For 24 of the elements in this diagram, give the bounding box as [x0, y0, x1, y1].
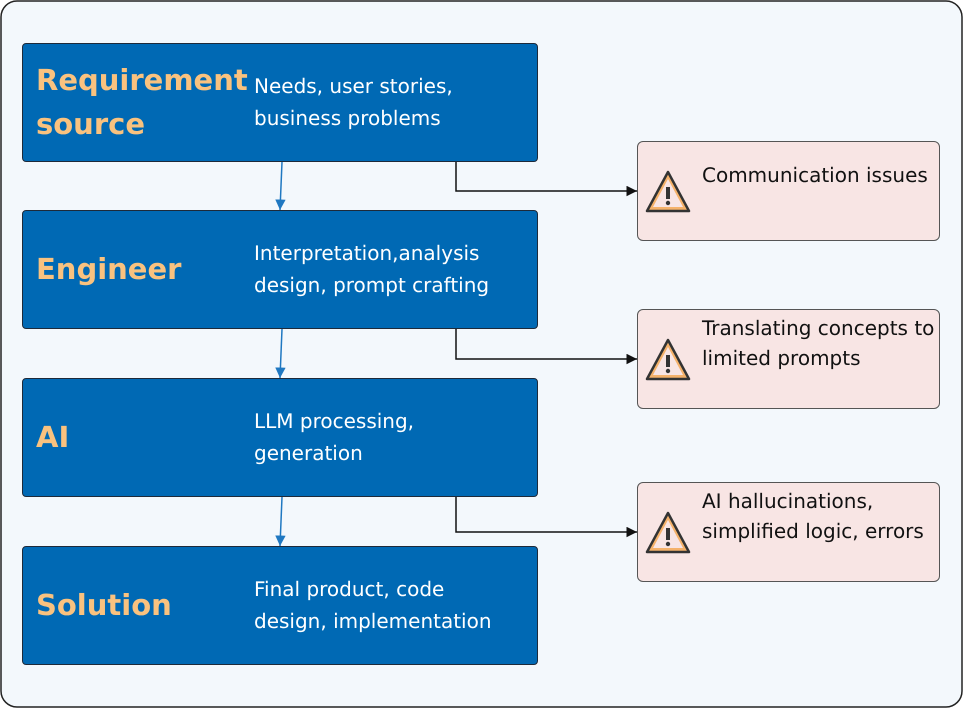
- arrow: [275, 162, 286, 210]
- process-box: [22, 546, 538, 665]
- box-description: Interpretation,analysis design, prompt crafting: [254, 240, 490, 299]
- arrow: [275, 328, 286, 378]
- box-title: Solution: [36, 587, 173, 624]
- warning-box: [637, 482, 940, 582]
- warning-text: Communication issues: [702, 162, 929, 189]
- arrow: [275, 496, 286, 546]
- box-description: Final product, code design, implementation: [254, 576, 493, 635]
- warning-text: AI hallucinations, simplified logic, errors: [702, 488, 925, 545]
- process-box: [22, 43, 538, 162]
- box-title: Requirement source: [36, 62, 249, 143]
- arrow: [455, 497, 637, 538]
- box-title: AI: [36, 419, 70, 456]
- warning-box: [637, 309, 940, 409]
- warning-box: [637, 141, 940, 241]
- box-description: Needs, user stories, business problems: [254, 73, 454, 132]
- box-title: Engineer: [36, 251, 182, 288]
- process-box: [22, 378, 538, 497]
- box-description: LLM processing, generation: [254, 408, 416, 467]
- arrow: [455, 329, 637, 364]
- process-box: [22, 210, 538, 329]
- arrow: [455, 162, 637, 196]
- warning-text: Translating concepts to limited prompts: [702, 315, 936, 372]
